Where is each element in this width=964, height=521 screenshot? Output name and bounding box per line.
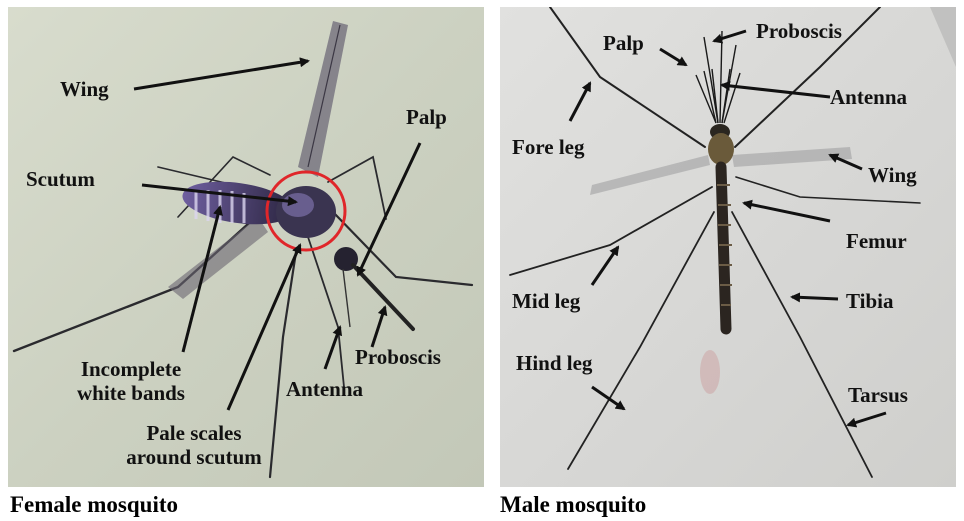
female-mosquito-photo: Wing Scutum Palp Incomplete white bands …: [8, 7, 484, 487]
female-label-incomplete-white-bands: Incomplete white bands: [52, 357, 210, 405]
male-label-palp: Palp: [603, 31, 644, 55]
male-label-fore-leg: Fore leg: [512, 135, 585, 159]
pale-scales-line-1: Pale scales: [126, 421, 262, 445]
female-label-pale-scales: Pale scales around scutum: [126, 421, 262, 469]
male-label-tarsus: Tarsus: [848, 383, 908, 407]
incomplete-bands-line-1: Incomplete: [52, 357, 210, 381]
male-label-antenna: Antenna: [830, 85, 907, 109]
male-label-hind-leg: Hind leg: [516, 351, 592, 375]
female-label-palp: Palp: [406, 105, 447, 129]
female-label-wing: Wing: [60, 77, 109, 101]
female-label-antenna: Antenna: [286, 377, 363, 401]
male-caption: Male mosquito: [500, 492, 646, 518]
female-label-proboscis: Proboscis: [355, 345, 441, 369]
male-label-mid-leg: Mid leg: [512, 289, 580, 313]
pale-scales-line-2: around scutum: [126, 445, 262, 469]
female-label-scutum: Scutum: [26, 167, 95, 191]
incomplete-bands-line-2: white bands: [52, 381, 210, 405]
male-label-wing: Wing: [868, 163, 917, 187]
female-caption: Female mosquito: [10, 492, 178, 518]
male-label-tibia: Tibia: [846, 289, 893, 313]
male-label-femur: Femur: [846, 229, 907, 253]
male-mosquito-photo: Palp Proboscis Antenna Fore leg Wing Fem…: [500, 7, 956, 487]
male-label-proboscis: Proboscis: [756, 19, 842, 43]
